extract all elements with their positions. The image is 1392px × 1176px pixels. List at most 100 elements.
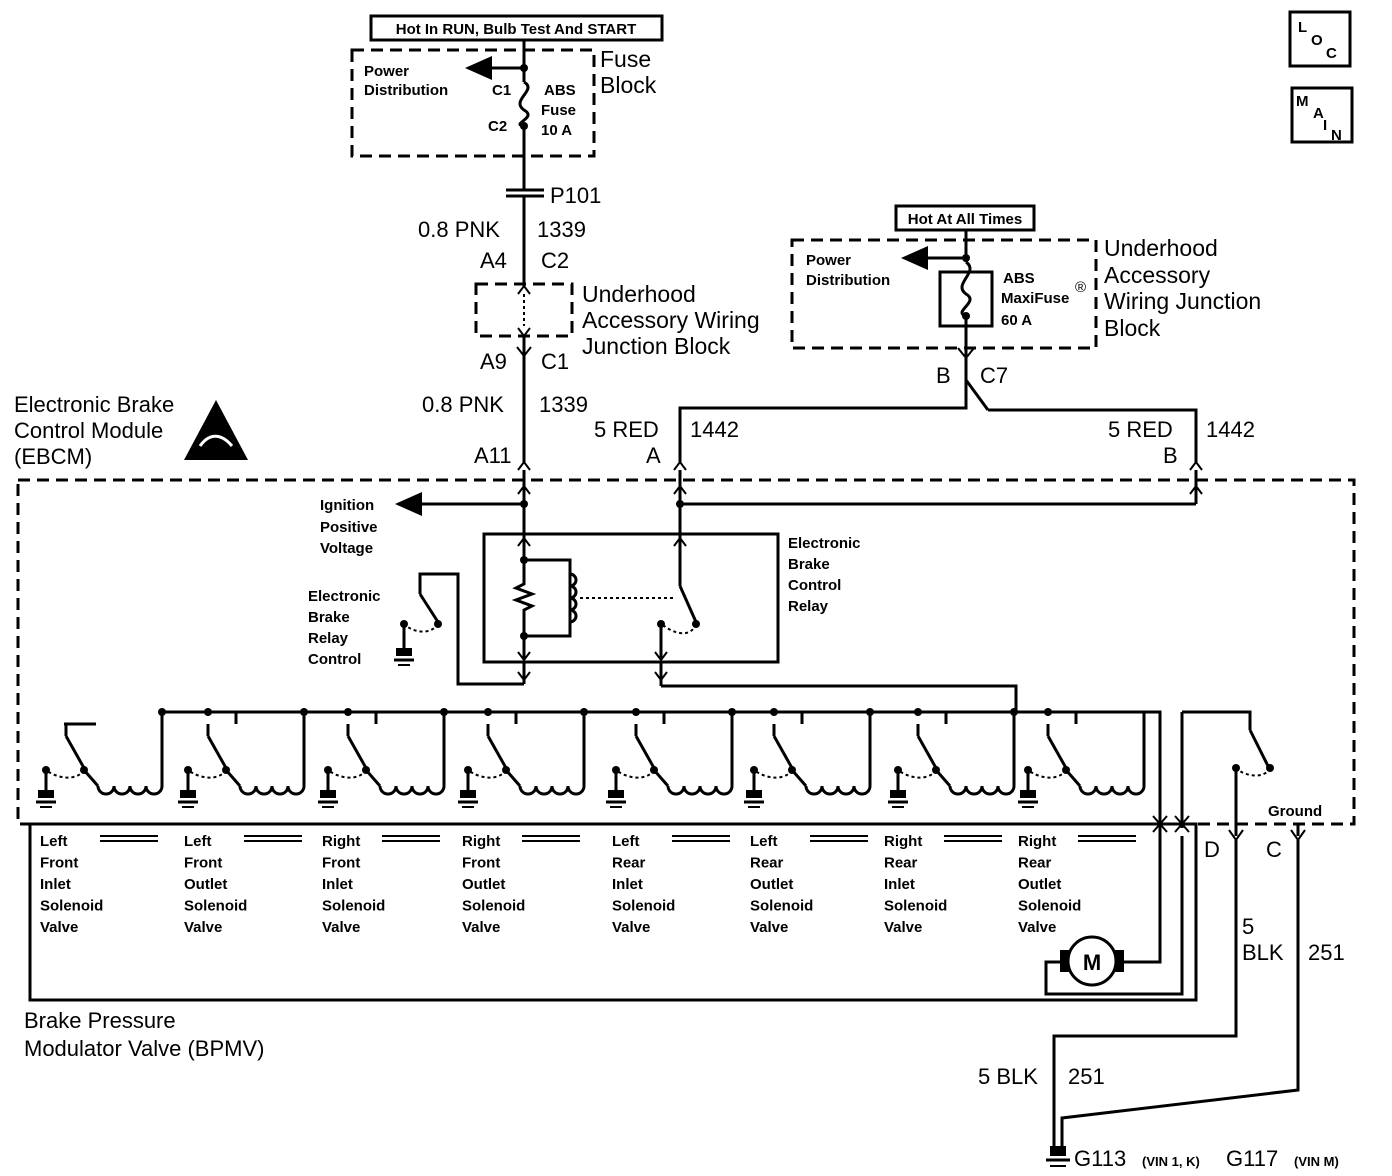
solenoid-drivers — [36, 708, 1162, 826]
hot-all-box: Hot At All Times — [894, 204, 1036, 232]
svg-text:Power: Power — [364, 63, 409, 80]
relay-control-switch: Electronic Brake Relay Control — [308, 588, 442, 668]
svg-text:Solenoid: Solenoid — [40, 898, 103, 915]
solenoid-driver-5 — [606, 708, 736, 808]
ebcm-label: Electronic Brake Control Module (EBCM) — [14, 392, 174, 469]
svg-text:1442: 1442 — [1206, 417, 1255, 442]
svg-text:60 A: 60 A — [1001, 312, 1032, 329]
svg-text:Brake: Brake — [788, 556, 830, 573]
bpmv-boundary — [28, 822, 1198, 1002]
svg-text:Right: Right — [884, 833, 922, 850]
svg-text:Modulator Valve (BPMV): Modulator Valve (BPMV) — [24, 1036, 264, 1061]
svg-text:G117: G117 — [1226, 1146, 1278, 1171]
svg-text:BLK: BLK — [1242, 940, 1284, 965]
svg-text:Control Module: Control Module — [14, 418, 163, 443]
valve-labels: LeftFrontInletSolenoidValveLeftFrontOutl… — [40, 833, 1136, 936]
esd-warning-icon — [184, 400, 248, 460]
svg-text:Underhood: Underhood — [582, 281, 696, 307]
svg-text:M: M — [1296, 93, 1309, 110]
pump-motor-switch — [1180, 710, 1274, 836]
solenoid-driver-4 — [458, 708, 588, 808]
solenoid-driver-7 — [888, 708, 1018, 808]
svg-text:ABS: ABS — [1003, 270, 1035, 287]
svg-text:Fuse: Fuse — [600, 46, 651, 72]
svg-text:B: B — [1163, 443, 1178, 468]
pin-a4: A4 — [480, 248, 507, 273]
svg-text:Hot In RUN, Bulb Test And STAR: Hot In RUN, Bulb Test And START — [396, 21, 637, 38]
svg-text:I: I — [1323, 117, 1327, 134]
svg-text:C: C — [1266, 837, 1282, 862]
svg-text:Inlet: Inlet — [612, 876, 643, 893]
svg-text:Solenoid: Solenoid — [322, 898, 385, 915]
svg-text:C2: C2 — [488, 118, 507, 135]
svg-text:Distribution: Distribution — [364, 82, 448, 99]
svg-text:Front: Front — [40, 855, 78, 872]
svg-text:Solenoid: Solenoid — [884, 898, 947, 915]
svg-text:Block: Block — [600, 72, 657, 98]
ground-g113-icon — [1046, 1146, 1070, 1167]
svg-text:5: 5 — [1242, 914, 1254, 939]
relay-resistor-icon — [511, 560, 537, 636]
bpmv-label: Brake Pressure Modulator Valve (BPMV) — [24, 1008, 264, 1061]
svg-text:Control: Control — [788, 577, 841, 594]
abs-fuse-icon — [518, 80, 530, 128]
svg-text:Brake Pressure: Brake Pressure — [24, 1008, 176, 1033]
svg-text:Electronic Brake: Electronic Brake — [14, 392, 174, 417]
svg-text:C: C — [1326, 45, 1337, 62]
svg-text:Inlet: Inlet — [884, 876, 915, 893]
svg-text:0.8 PNK: 0.8 PNK — [422, 392, 504, 417]
svg-text:Rear: Rear — [750, 855, 784, 872]
hot-run-box: Hot In RUN, Bulb Test And START — [369, 14, 664, 42]
svg-text:Hot At All Times: Hot At All Times — [908, 211, 1022, 228]
main-icon[interactable]: M A I N — [1290, 86, 1354, 144]
svg-text:Left: Left — [612, 833, 640, 850]
svg-text:Solenoid: Solenoid — [750, 898, 813, 915]
svg-text:Left: Left — [750, 833, 778, 850]
svg-text:5 BLK: 5 BLK — [978, 1064, 1038, 1089]
loc-icon[interactable]: L O C — [1288, 10, 1352, 68]
svg-text:Inlet: Inlet — [322, 876, 353, 893]
svg-text:L: L — [1298, 19, 1307, 36]
solenoid-driver-8 — [1018, 708, 1146, 808]
motor-icon: M — [1083, 950, 1101, 975]
svg-text:Rear: Rear — [612, 855, 646, 872]
ebcm-boundary — [16, 478, 1356, 826]
svg-text:Accessory Wiring: Accessory Wiring — [582, 307, 760, 333]
svg-text:Left: Left — [40, 833, 68, 850]
svg-text:5 RED: 5 RED — [1108, 417, 1173, 442]
svg-text:Accessory: Accessory — [1104, 262, 1211, 288]
svg-text:Left: Left — [184, 833, 212, 850]
ground-icon — [394, 648, 414, 666]
pin-a11: A11 — [474, 443, 512, 468]
svg-text:251: 251 — [1308, 940, 1345, 965]
pin-c2: C2 — [541, 248, 569, 273]
solenoid-driver-3 — [318, 708, 448, 808]
svg-text:Rear: Rear — [884, 855, 918, 872]
svg-text:Relay: Relay — [308, 630, 349, 647]
ignition-label: Ignition Positive Voltage — [320, 497, 378, 557]
svg-text:A: A — [1313, 105, 1324, 122]
svg-text:(VIN M): (VIN M) — [1294, 1154, 1339, 1169]
svg-text:C7: C7 — [980, 363, 1008, 388]
svg-text:C1: C1 — [541, 349, 569, 374]
svg-text:Brake: Brake — [308, 609, 350, 626]
svg-text:Valve: Valve — [322, 919, 360, 936]
svg-text:Block: Block — [1104, 315, 1161, 341]
svg-text:Valve: Valve — [884, 919, 922, 936]
svg-text:Electronic: Electronic — [788, 535, 861, 552]
svg-text:MaxiFuse: MaxiFuse — [1001, 290, 1069, 307]
svg-text:Front: Front — [184, 855, 222, 872]
svg-text:Front: Front — [322, 855, 360, 872]
svg-text:Valve: Valve — [750, 919, 788, 936]
svg-text:Distribution: Distribution — [806, 272, 890, 289]
svg-text:Right: Right — [1018, 833, 1056, 850]
svg-text:Fuse: Fuse — [541, 102, 576, 119]
svg-text:®: ® — [1075, 279, 1086, 296]
svg-text:Relay: Relay — [788, 598, 829, 615]
svg-text:A: A — [646, 443, 661, 468]
